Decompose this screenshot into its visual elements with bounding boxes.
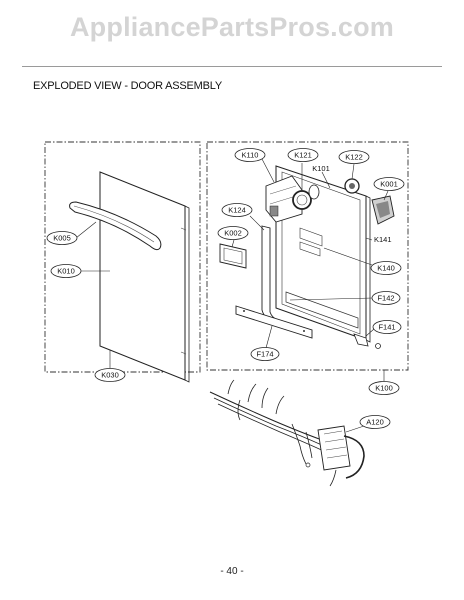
diagram-title: EXPLODED VIEW - DOOR ASSEMBLY bbox=[33, 80, 222, 92]
watermark: AppliancePartsPros.com bbox=[69, 12, 394, 42]
callout-k101: K101 bbox=[312, 164, 331, 189]
page-number: - 40 - bbox=[220, 566, 244, 577]
callout-k005: K005 bbox=[46, 221, 97, 245]
gasket-part bbox=[219, 243, 247, 269]
callout-k110-label: K110 bbox=[242, 151, 259, 160]
callout-k141-label: K141 bbox=[374, 235, 392, 244]
callout-k010: K010 bbox=[50, 264, 110, 278]
door-handle-part bbox=[69, 201, 162, 251]
wire-harness-part bbox=[209, 379, 327, 465]
callout-k002-label: K002 bbox=[224, 229, 242, 238]
cap-part bbox=[308, 184, 320, 200]
callout-k121-label: K121 bbox=[294, 151, 312, 160]
inner-door-group-box bbox=[206, 141, 409, 371]
bottom-strip-part bbox=[235, 305, 313, 339]
callout-k001: K001 bbox=[373, 177, 405, 201]
callout-k122: K122 bbox=[338, 150, 370, 180]
callout-a120-label: A120 bbox=[366, 418, 384, 427]
callout-k002: K002 bbox=[217, 226, 249, 248]
callout-f141-label: F141 bbox=[378, 323, 395, 332]
callout-k124-label: K124 bbox=[228, 206, 246, 215]
callout-k001-label: K001 bbox=[380, 180, 398, 189]
gasket-ring-part bbox=[292, 190, 312, 210]
callout-k140: K140 bbox=[323, 247, 402, 275]
callout-f141: F141 bbox=[365, 320, 402, 337]
outer-door-panel-edge bbox=[184, 205, 190, 383]
callout-k101-label: K101 bbox=[312, 164, 330, 173]
callout-f174-label: F174 bbox=[256, 350, 273, 359]
callout-k100: K100 bbox=[368, 370, 400, 395]
callout-k030: K030 bbox=[94, 350, 126, 382]
callout-k110: K110 bbox=[234, 148, 275, 183]
callout-f142: F142 bbox=[289, 291, 401, 305]
callout-k141-upper: K141 bbox=[365, 235, 392, 244]
callout-k140-label: K140 bbox=[377, 264, 395, 273]
outer-door-panel bbox=[99, 171, 186, 381]
callout-k100-label: K100 bbox=[375, 384, 393, 393]
callout-k124: K124 bbox=[221, 203, 265, 231]
callout-a120: A120 bbox=[345, 415, 391, 433]
callout-k121: K121 bbox=[287, 148, 319, 191]
header-rule bbox=[22, 66, 442, 67]
callout-k122-label: K122 bbox=[345, 153, 363, 162]
callout-k030-label: K030 bbox=[101, 371, 119, 380]
callout-k005-label: K005 bbox=[53, 234, 71, 243]
connector-block-part bbox=[317, 425, 351, 471]
callout-k010-label: K010 bbox=[57, 267, 75, 276]
callout-f142-label: F142 bbox=[377, 294, 394, 303]
callout-f174: F174 bbox=[250, 325, 280, 361]
outer-door-group-box bbox=[44, 141, 201, 373]
